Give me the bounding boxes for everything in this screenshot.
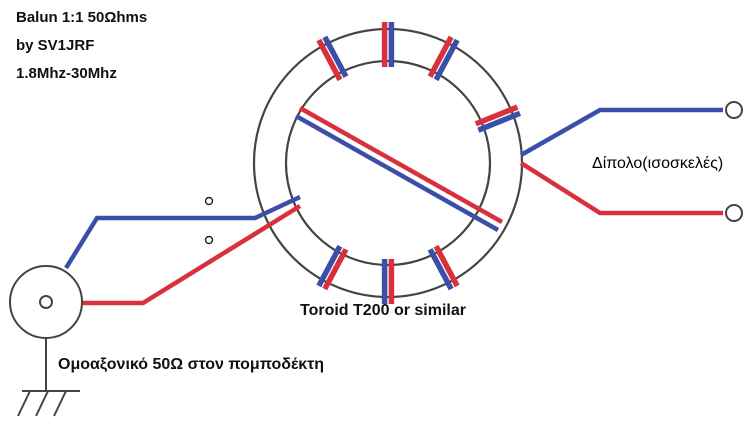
winding-0-blue [322, 35, 349, 78]
input-wires [49, 194, 302, 306]
dipole-wire-red [519, 161, 723, 216]
output-wires [519, 107, 723, 216]
diagram-title: Balun 1:1 50Ωhms [16, 9, 148, 26]
dipole-label: Δίπολο(ισοσκελές) [592, 155, 724, 172]
dipole-terminal-bottom [725, 204, 743, 222]
toroid-outer-edge [252, 27, 524, 299]
marker-dot-lower [204, 235, 214, 245]
winding-2-blue [433, 38, 460, 82]
winding-4-red [433, 244, 460, 288]
coax-label: Ομοαξονικό 50Ω στον πομποδέκτη [58, 356, 325, 373]
coax-connector [9, 265, 83, 339]
toroid-inner-edge [284, 59, 492, 267]
ground-icon [17, 338, 80, 417]
coax-center-wire-red [49, 204, 302, 306]
winding-0-red [316, 38, 343, 82]
winding-6-red [322, 248, 349, 291]
frequency-range-label: 1.8Mhz-30Mhz [16, 65, 117, 82]
coax-center-pin [39, 295, 53, 309]
diagonal-wire-blue [294, 114, 500, 232]
toroid-label: Toroid T200 or similar [300, 302, 466, 319]
toroid-windings [316, 22, 522, 304]
winding-6-blue [316, 244, 343, 288]
winding-3-blue [477, 110, 522, 133]
winding-2-red [427, 35, 454, 78]
dipole-terminal-top [725, 101, 743, 119]
author-label: by SV1JRF [16, 37, 95, 54]
marker-dot-upper [204, 196, 214, 206]
winding-3-red [474, 104, 519, 127]
dipole-wire-blue [519, 107, 723, 157]
diagonal-bifilar-wires [294, 106, 504, 232]
diagonal-wire-red [298, 106, 504, 224]
toroid-core [252, 27, 524, 299]
coax-shield-wire-blue [64, 194, 301, 270]
winding-4-blue [427, 248, 454, 291]
